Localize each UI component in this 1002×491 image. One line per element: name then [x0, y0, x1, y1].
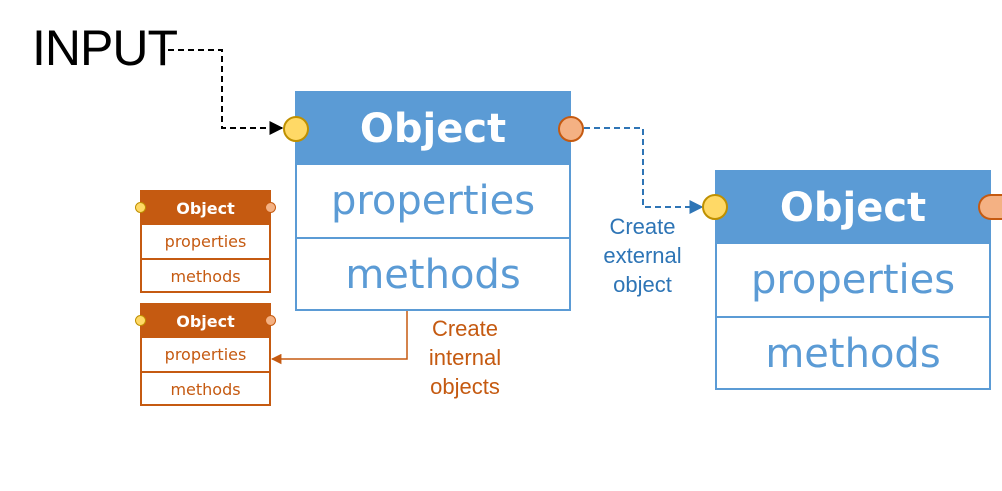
internal-object-output-port — [265, 202, 276, 213]
main-object-properties: properties — [330, 178, 536, 224]
external-object-box: Object properties methods — [715, 170, 991, 390]
internal-object-connector — [270, 311, 408, 365]
internal-objects-caption: Create internal objects — [410, 314, 520, 401]
input-label: INPUT — [32, 20, 178, 76]
external-object-methods: methods — [717, 316, 989, 390]
external-object-caption: Create external object — [585, 212, 700, 299]
internal-object-title: Object — [142, 192, 269, 225]
main-object-box: Object properties methods — [295, 91, 571, 311]
internal-object-box: Object properties methods — [140, 303, 271, 406]
internal-object-properties: properties — [164, 232, 247, 251]
internal-object-output-port — [265, 315, 276, 326]
internal-object-input-port — [135, 202, 146, 213]
caption-line: external — [603, 243, 682, 268]
main-object-input-port — [283, 116, 309, 142]
caption-line: internal — [428, 345, 502, 370]
external-object-title: Object — [717, 172, 989, 244]
input-connector — [168, 49, 284, 135]
external-object-properties: properties — [750, 257, 956, 303]
caption-line: object — [613, 272, 672, 297]
main-object-output-port — [558, 116, 584, 142]
internal-object-title: Object — [142, 305, 269, 338]
internal-object-input-port — [135, 315, 146, 326]
caption-line: Create — [609, 214, 676, 239]
internal-object-methods: methods — [142, 258, 269, 293]
main-object-methods: methods — [297, 237, 569, 311]
main-object-title: Object — [297, 93, 569, 165]
external-object-output-port — [978, 194, 1002, 220]
internal-object-properties: properties — [164, 345, 247, 364]
internal-object-methods: methods — [142, 371, 269, 406]
internal-object-box: Object properties methods — [140, 190, 271, 293]
caption-line: objects — [430, 374, 500, 399]
external-object-input-port — [702, 194, 728, 220]
external-object-connector — [584, 127, 704, 214]
caption-line: Create — [431, 316, 499, 341]
